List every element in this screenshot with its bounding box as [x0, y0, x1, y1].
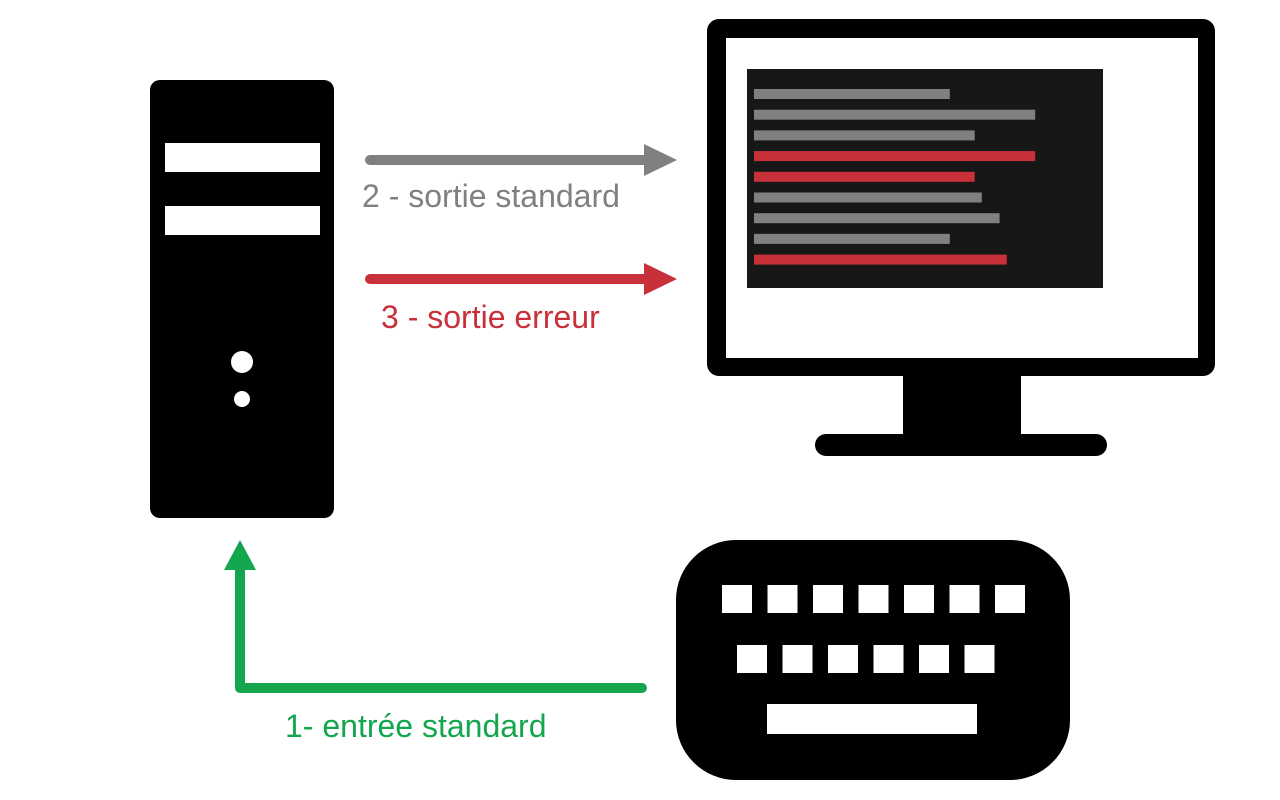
keyboard-row-2-key	[828, 645, 858, 673]
keyboard-row-2-key	[873, 645, 904, 673]
stdout-label: 2 - sortie standard	[362, 178, 620, 214]
keyboard-key-row-1	[722, 585, 1025, 613]
stdout-arrow	[365, 144, 677, 176]
tower-drive-bay-2	[165, 206, 320, 235]
stdin-arrow-head	[224, 540, 256, 570]
stdin-arrow-shaft	[235, 561, 647, 693]
stdout-arrow-head	[644, 144, 677, 176]
stderr-arrow	[365, 263, 677, 295]
stdin-label: 1- entrée standard	[285, 708, 547, 744]
tower-led	[234, 391, 250, 407]
monitor-neck	[903, 374, 1021, 438]
terminal-line-stdout	[754, 213, 1000, 224]
keyboard-row-1-key	[949, 585, 980, 613]
keyboard-icon	[676, 540, 1070, 780]
keyboard-row-1-key	[904, 585, 934, 613]
keyboard-row-2-key	[964, 645, 995, 673]
terminal-line-stdout	[754, 89, 950, 99]
terminal-line-stdout	[754, 109, 1036, 120]
terminal-line-stdout	[754, 130, 975, 141]
keyboard-row-2-key	[919, 645, 949, 673]
keyboard-row-1-key	[995, 585, 1025, 613]
tower-power-button	[231, 351, 253, 373]
keyboard-row-1-key	[858, 585, 889, 613]
stderr-arrow-head	[644, 263, 677, 295]
terminal-line-stderr	[754, 171, 975, 182]
computer-tower-icon	[150, 80, 334, 518]
tower-drive-bay-1	[165, 143, 320, 172]
keyboard-row-1-key	[722, 585, 752, 613]
monitor-icon	[707, 19, 1215, 456]
keyboard-key-row-2	[737, 645, 995, 673]
terminal-line-stdout	[754, 233, 950, 244]
stderr-label: 3 - sortie erreur	[381, 299, 600, 335]
stdin-arrow	[224, 540, 647, 693]
terminal-line-stdout	[754, 192, 982, 203]
keyboard-row-2-key	[737, 645, 767, 673]
keyboard-row-2-key	[782, 645, 813, 673]
keyboard-spacebar	[767, 704, 977, 734]
keyboard-row-1-key	[767, 585, 798, 613]
tower-case	[150, 80, 334, 518]
terminal-lines	[754, 89, 1036, 265]
monitor-stand	[815, 434, 1107, 456]
terminal-line-stderr	[754, 254, 1007, 265]
terminal-line-stderr	[754, 151, 1036, 162]
keyboard-row-1-key	[813, 585, 843, 613]
keyboard-body	[676, 540, 1070, 780]
